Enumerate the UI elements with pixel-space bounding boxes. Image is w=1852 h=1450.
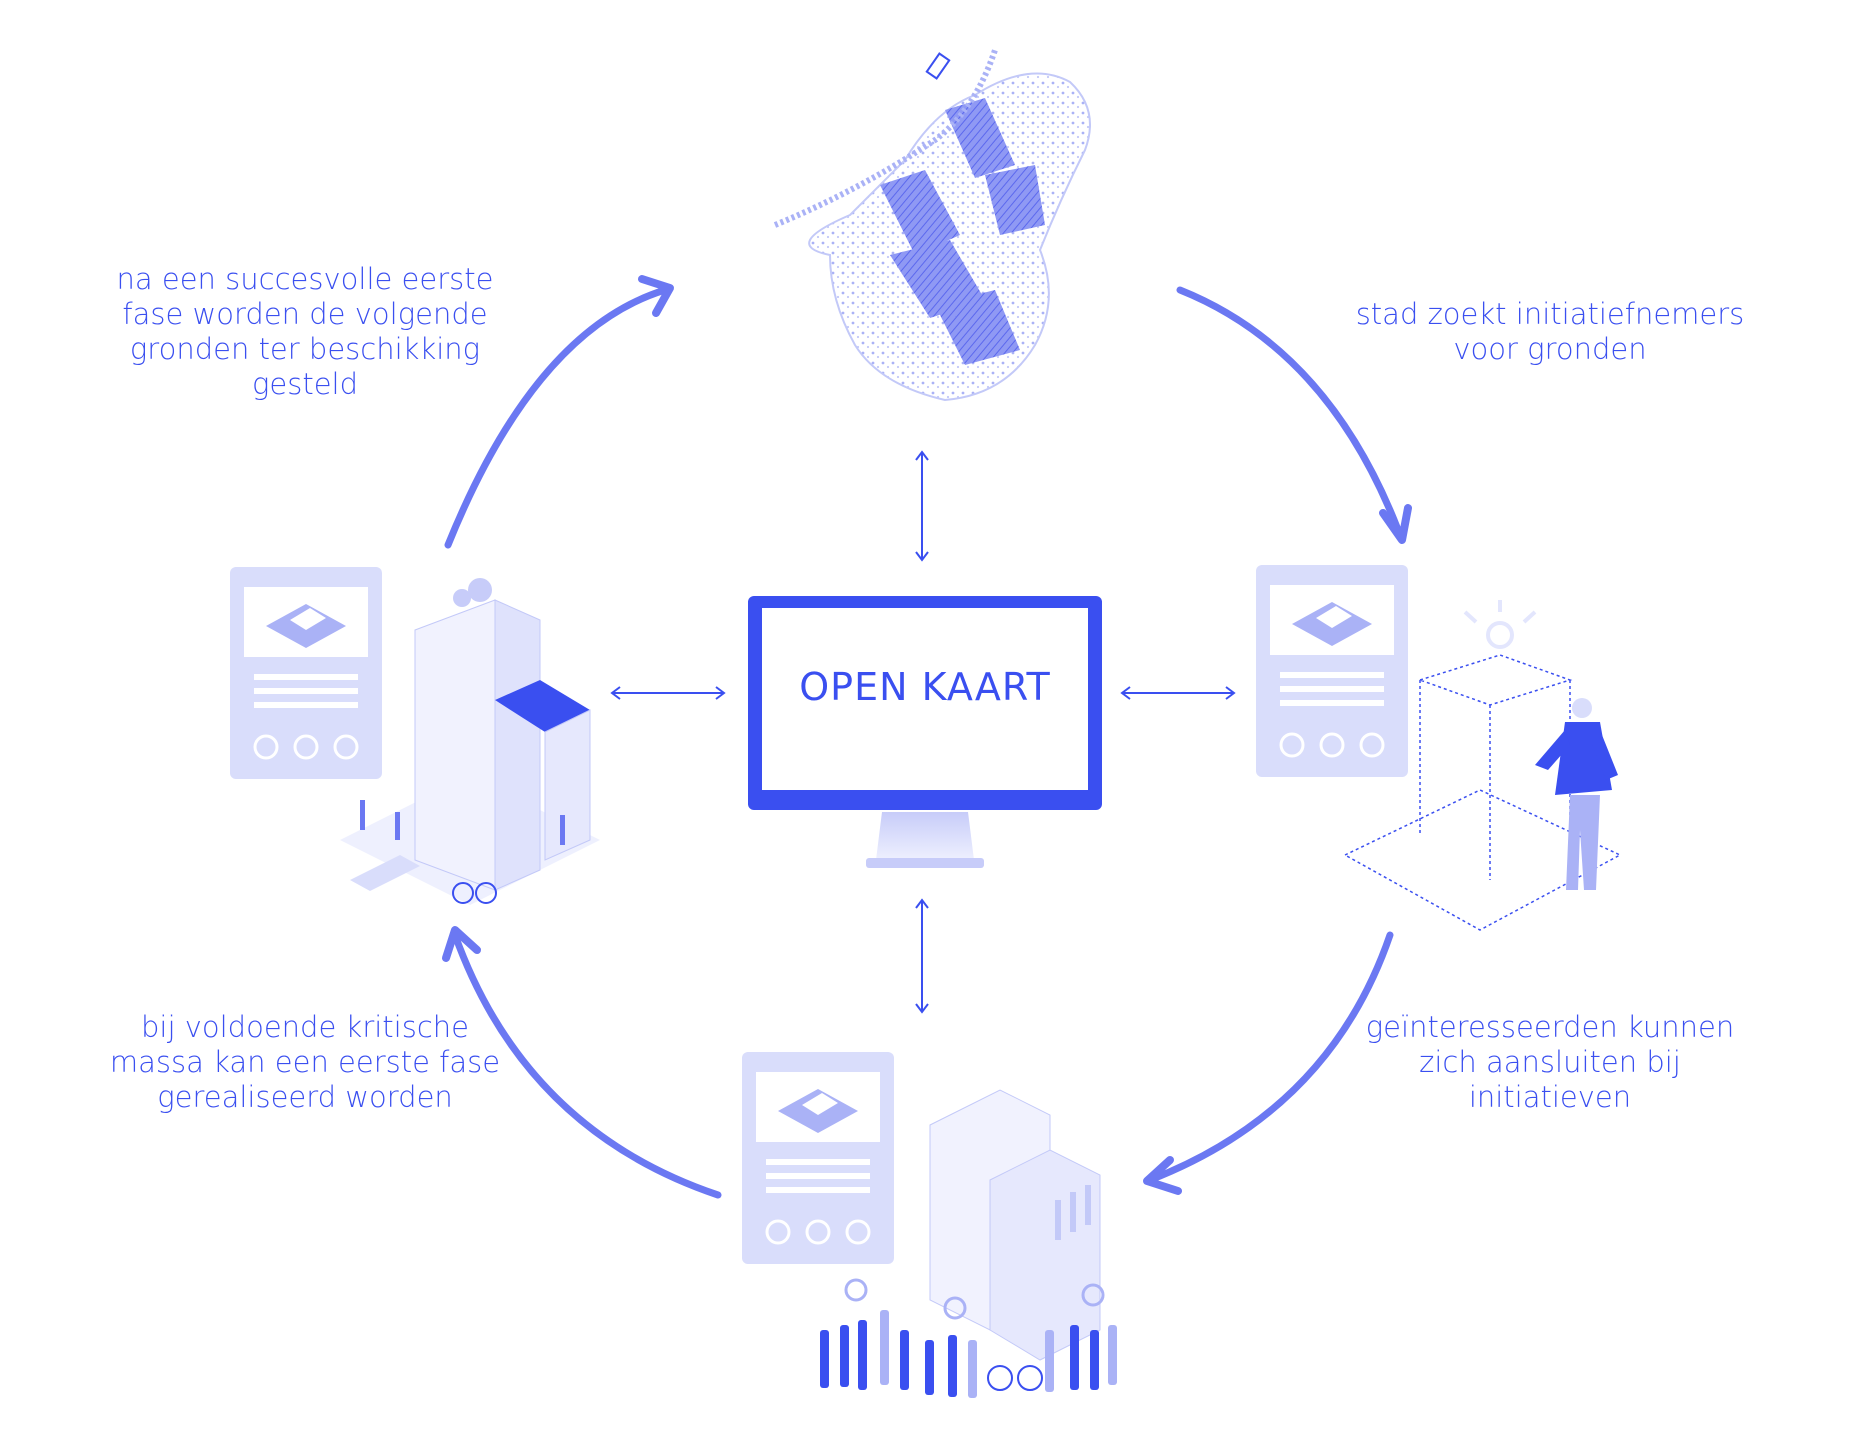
- open-kaart-label: OPEN KAART: [799, 665, 1051, 709]
- initiator-illustration-right: [1343, 600, 1622, 931]
- caption-top-left: na een succesvolle eerste fase worden de…: [100, 262, 510, 402]
- caption-bottom-left: bij voldoende kritische massa kan een ee…: [95, 1010, 515, 1115]
- cycle-arrow-bottom-right: [1143, 931, 1394, 1195]
- caption-line: geïnteresseerden kunnen: [1365, 1010, 1735, 1044]
- caption-line: initiatieven: [1468, 1080, 1632, 1114]
- connector-arrow-up: [915, 450, 929, 562]
- monitor-illustration: [748, 596, 1102, 868]
- caption-line: stad zoekt initiatiefnemers: [1355, 297, 1745, 331]
- caption-line: gesteld: [251, 367, 359, 401]
- caption-line: bij voldoende kritische: [140, 1010, 470, 1044]
- cycle-arrow-top-right: [1176, 286, 1412, 544]
- caption-top-right: stad zoekt initiatiefnemers voor gronden: [1340, 297, 1760, 367]
- caption-line: massa kan een eerste fase: [109, 1045, 501, 1079]
- project-card-bottom: [742, 1052, 894, 1264]
- caption-line: zich aansluiten bij: [1419, 1045, 1681, 1079]
- caption-line: fase worden de volgende: [122, 297, 488, 331]
- crowd-illustration: [820, 1278, 1117, 1398]
- connector-arrow-down: [915, 898, 929, 1014]
- caption-line: gronden ter beschikking: [129, 332, 481, 366]
- caption-line: voor gronden: [1453, 332, 1647, 366]
- land-plot-map: [773, 49, 1091, 402]
- caption-line: na een succesvolle eerste: [116, 262, 494, 296]
- buildings-illustration-bottom: [929, 1089, 1101, 1361]
- cycle-arrow-top-left: [444, 275, 674, 549]
- caption-line: gerealiseerd worden: [157, 1080, 453, 1114]
- connector-arrow-left: [610, 686, 726, 700]
- building-illustration-left: [340, 578, 600, 905]
- connector-arrow-right: [1120, 686, 1236, 700]
- project-card-left: [230, 567, 382, 779]
- cycle-arrow-bottom-left: [442, 926, 722, 1199]
- caption-bottom-right: geïnteresseerden kunnen zich aansluiten …: [1340, 1010, 1760, 1115]
- project-card-right: [1256, 565, 1408, 777]
